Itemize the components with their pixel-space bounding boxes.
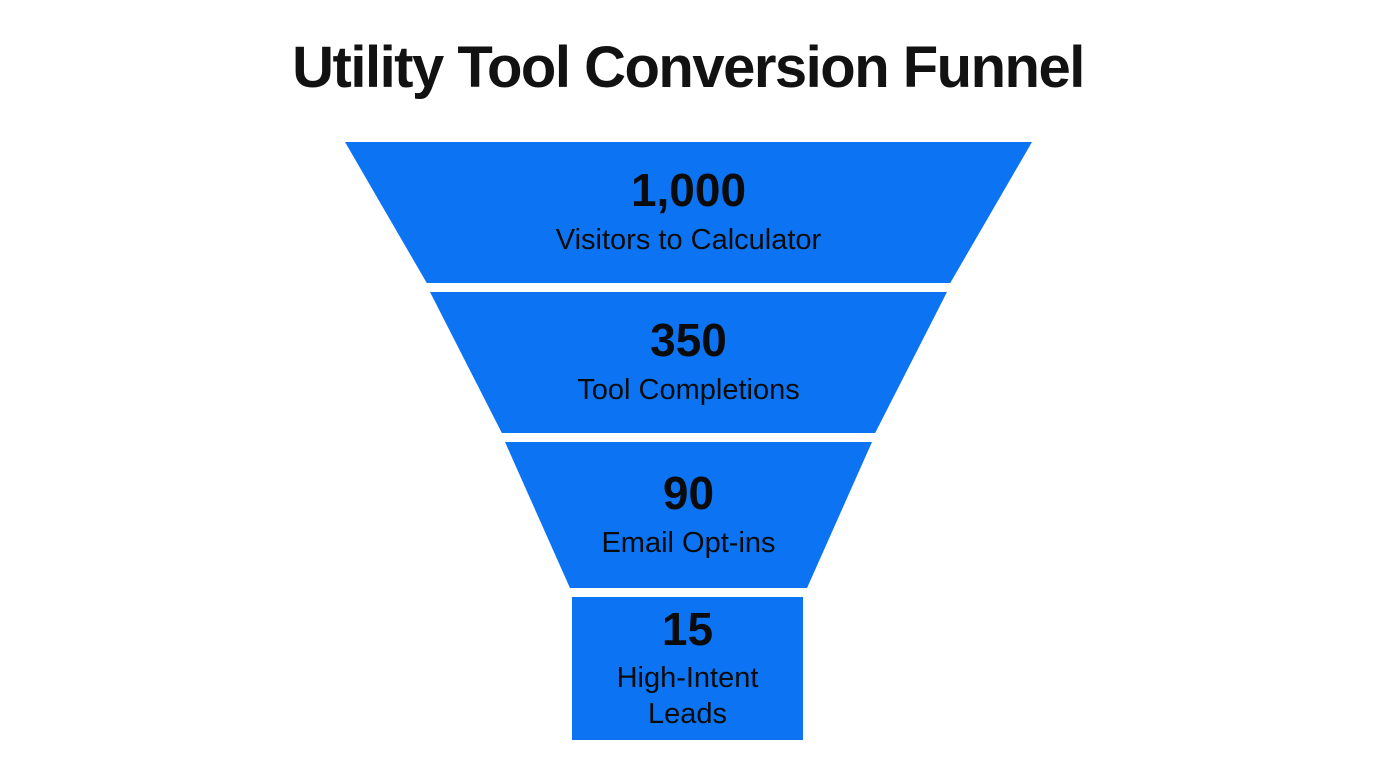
chart-title: Utility Tool Conversion Funnel [292,35,1085,100]
stage-value: 90 [662,466,715,519]
stage-value: 15 [661,602,714,655]
stage-label: High-Intent Leads [616,662,759,730]
funnel-stage-completions: 350 Tool Completions [430,292,947,433]
stage-value: 1,000 [630,164,747,217]
funnel-stage-leads: 15 High-Intent Leads [572,597,803,740]
stage-label: Tool Completions [577,374,800,407]
stage-label: Visitors to Calculator [555,224,822,257]
stage-value: 350 [650,314,727,367]
stage-label: Email Opt-ins [601,526,776,559]
funnel-stage-visitors: 1,000 Visitors to Calculator [345,142,1032,283]
funnel-stage-optins: 90 Email Opt-ins [505,442,872,588]
